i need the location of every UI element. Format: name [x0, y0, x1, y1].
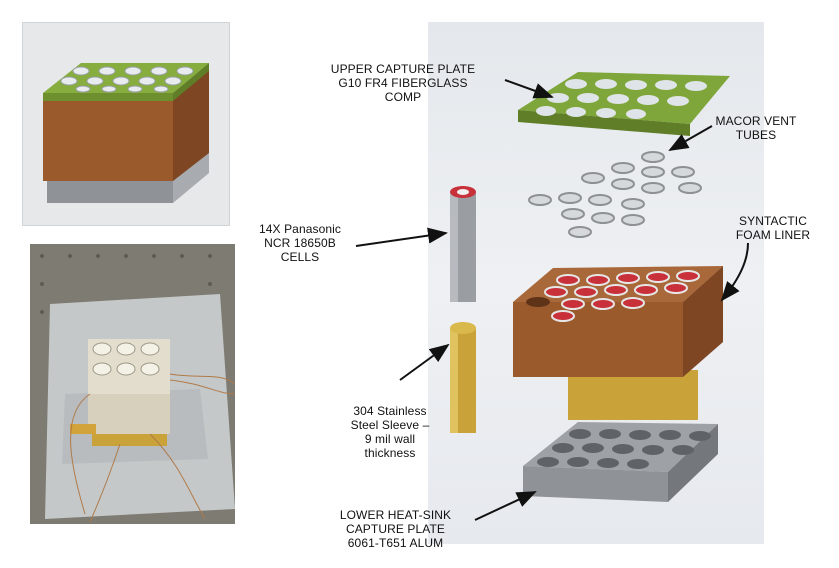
label-stainless-sleeve: 304 Stainless Steel Sleeve – 9 mil wall …: [350, 404, 430, 460]
assembled-module-drawing: [43, 63, 209, 203]
label-lower-heat-sink-plate: LOWER HEAT-SINK CAPTURE PLATE 6061-T651 …: [339, 508, 452, 550]
syntactic-foam-liner-shape: [513, 266, 723, 420]
label-panasonic-cells: 14X Panasonic NCR 18650B CELLS: [258, 222, 342, 264]
render-foam-front: [43, 93, 173, 181]
arrow-upper-plate: [504, 79, 554, 99]
lab-photo: [30, 244, 236, 524]
exploded-view: [428, 22, 764, 544]
arrow-sleeve: [399, 343, 450, 381]
macor-vent-tubes-shape: [528, 151, 702, 238]
lab-photo-drawing: [30, 244, 236, 524]
label-syntactic-foam-liner: SYNTACTIC FOAM LINER: [735, 214, 811, 242]
label-upper-capture-plate: UPPER CAPTURE PLATE G10 FR4 FIBERGLASS C…: [330, 62, 476, 104]
arrow-lower-plate: [474, 491, 537, 521]
label-macor-vent-tubes: MACOR VENT TUBES: [715, 114, 797, 142]
sleeve-shape: [450, 322, 476, 433]
lower-capture-plate-shape: [523, 422, 718, 502]
arrow-foam: [720, 242, 749, 302]
arrow-cells: [355, 227, 448, 247]
cell-shape: [450, 186, 476, 302]
exploded-view-drawing: [450, 72, 730, 502]
render-foam-side: [173, 67, 209, 181]
upper-capture-plate-shape: [518, 72, 730, 136]
arrow-macor: [668, 125, 713, 151]
assembled-module-render: [22, 22, 230, 226]
lab-gold-sleeves: [92, 434, 167, 446]
